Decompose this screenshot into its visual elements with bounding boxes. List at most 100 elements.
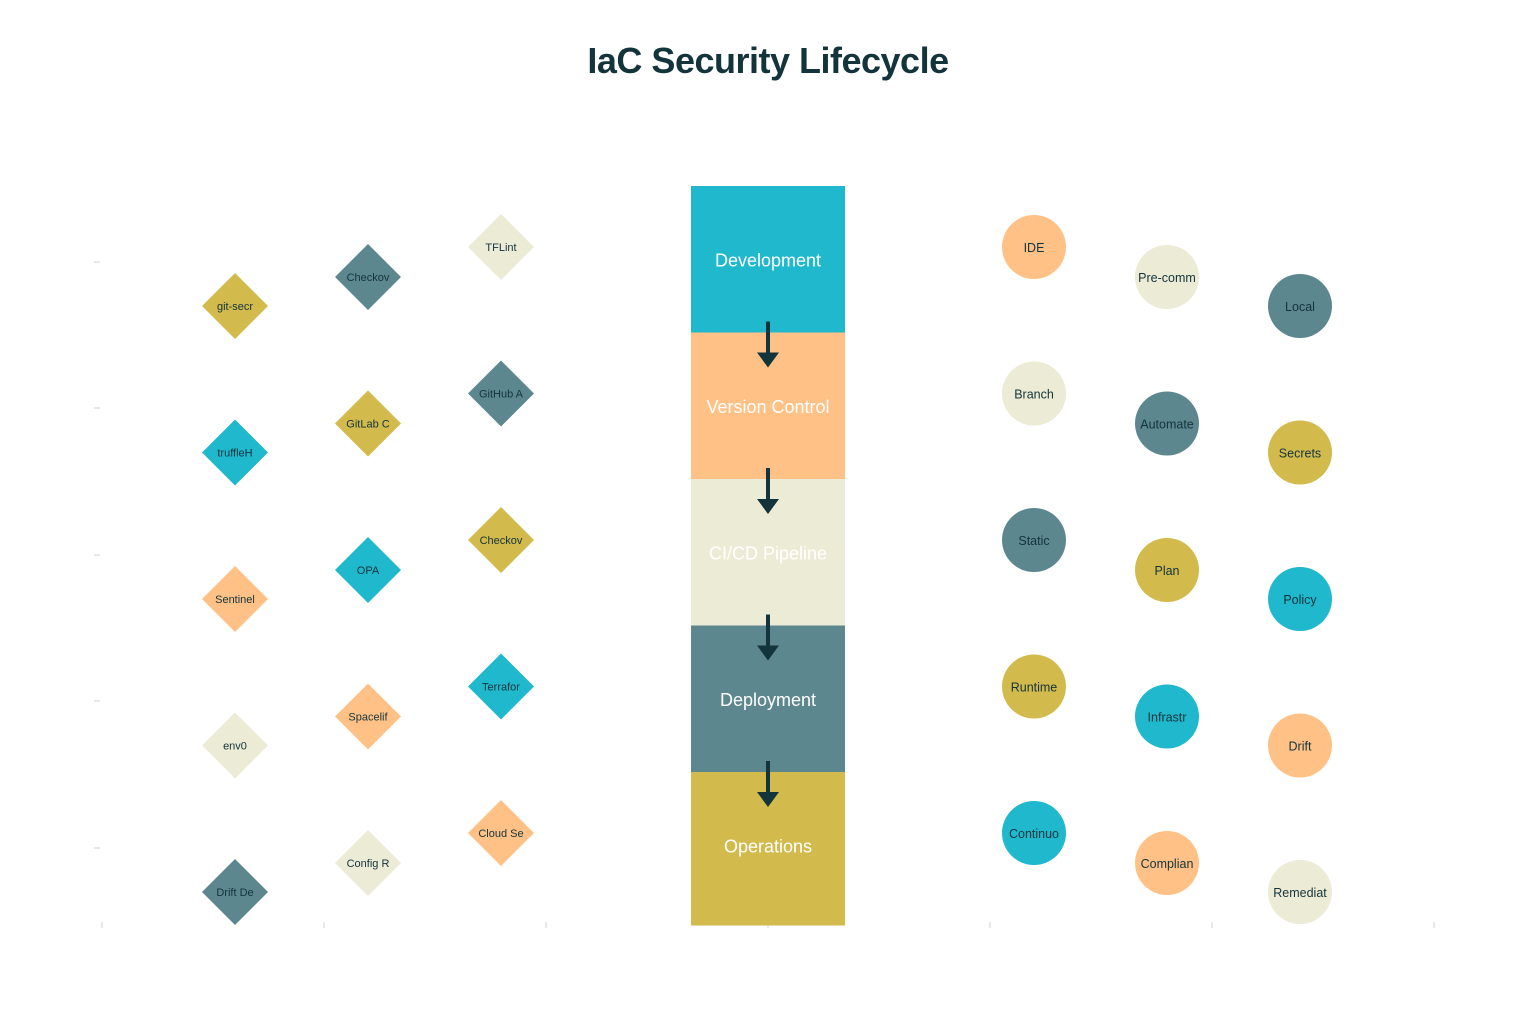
practice-label: Automate [1140, 418, 1194, 432]
tool-label: Terrafor [482, 682, 520, 694]
practice-circle [1135, 391, 1199, 456]
tool-node: truffleH [202, 419, 268, 486]
practice-node: Branch [1002, 361, 1066, 426]
practice-circle [1002, 654, 1066, 719]
tool-label: Config R [347, 858, 390, 870]
practice-label: IDE [1024, 241, 1045, 255]
practice-circle [1002, 215, 1066, 279]
tool-label: env0 [223, 741, 247, 753]
flow-arrow [757, 761, 779, 807]
tool-node: TFLint [468, 214, 534, 280]
tool-diamond [468, 800, 534, 866]
practice-node: Remediat [1268, 860, 1332, 924]
flow-arrow [757, 321, 779, 368]
practice-node: Pre-comm [1135, 245, 1199, 309]
practice-node: Runtime [1002, 654, 1066, 719]
stage-label: Deployment [720, 690, 816, 710]
tool-label: Drift De [216, 887, 253, 899]
tool-node: OPA [335, 537, 401, 603]
tool-diamond [202, 419, 268, 486]
tool-label: TFLint [485, 242, 516, 254]
tool-diamond [335, 683, 401, 750]
arrow-head [757, 499, 779, 514]
diagram-title: IaC Security Lifecycle [587, 40, 949, 81]
stage-label: CI/CD Pipeline [709, 543, 827, 563]
tool-node: Drift De [202, 859, 268, 925]
tool-diamond [202, 859, 268, 925]
practice-node: Infrastr [1135, 684, 1199, 749]
practice-node: IDE [1002, 215, 1066, 279]
tool-diamond [468, 507, 534, 573]
practice-node: Continuo [1002, 801, 1066, 865]
tool-node: env0 [202, 712, 268, 779]
tool-diamond [202, 273, 268, 339]
flow-arrow [757, 468, 779, 514]
tool-node: git-secr [202, 273, 268, 339]
practice-node: Complian [1135, 831, 1199, 895]
tool-diamond [335, 537, 401, 603]
tool-node: Config R [335, 830, 401, 896]
tool-label: GitLab C [346, 419, 389, 431]
tool-label: GitHub A [479, 389, 524, 401]
practice-label: Secrets [1279, 447, 1321, 461]
practice-label: Runtime [1011, 681, 1058, 695]
practice-label: Drift [1289, 740, 1312, 754]
practice-label: Branch [1014, 388, 1054, 402]
tool-label: Checkov [480, 535, 523, 547]
tool-diamond [335, 390, 401, 457]
tool-label: Checkov [347, 272, 390, 284]
practice-node: Automate [1135, 391, 1199, 456]
practice-circle [1135, 831, 1199, 895]
practice-circle [1268, 567, 1332, 631]
practice-node: Plan [1135, 538, 1199, 602]
practice-circle [1002, 361, 1066, 426]
practice-circle [1268, 860, 1332, 924]
stage-block: Development [691, 186, 845, 333]
practice-label: Remediat [1273, 886, 1327, 900]
stage-rect [691, 186, 845, 333]
tool-label: OPA [357, 565, 380, 577]
practice-circle [1135, 684, 1199, 749]
tool-node: Cloud Se [468, 800, 534, 866]
practice-circle [1135, 538, 1199, 602]
flow-arrow [757, 614, 779, 661]
tool-node: Checkov [335, 244, 401, 310]
tool-diamond [468, 214, 534, 280]
practice-node: Secrets [1268, 420, 1332, 485]
stage-block: CI/CD Pipeline [691, 479, 845, 626]
tool-node: Sentinel [202, 566, 268, 632]
practice-label: Pre-comm [1138, 271, 1196, 285]
practice-circle [1135, 245, 1199, 309]
stage-label: Development [715, 250, 821, 270]
tool-diamond [335, 830, 401, 896]
tool-diamond [468, 653, 534, 720]
tool-label: Spacelif [348, 712, 388, 724]
tool-node: Terrafor [468, 653, 534, 720]
practice-label: Plan [1154, 564, 1179, 578]
tool-diamond [468, 360, 534, 427]
arrow-head [757, 352, 779, 368]
practice-circle [1268, 274, 1332, 338]
practice-node: Drift [1268, 713, 1332, 778]
practice-circle [1002, 508, 1066, 572]
practice-label: Complian [1141, 857, 1194, 871]
practice-node: Local [1268, 274, 1332, 338]
stage-label: Operations [724, 836, 812, 856]
tool-diamond [202, 712, 268, 779]
tool-label: Cloud Se [478, 828, 523, 840]
tool-label: Sentinel [215, 594, 255, 606]
practice-label: Continuo [1009, 827, 1059, 841]
tool-diamond [202, 566, 268, 632]
tool-diamond [335, 244, 401, 310]
tool-label: truffleH [217, 448, 252, 460]
practice-label: Static [1018, 534, 1049, 548]
practice-label: Infrastr [1148, 711, 1187, 725]
practice-label: Policy [1283, 593, 1317, 607]
practice-circle [1268, 713, 1332, 778]
tool-node: Spacelif [335, 683, 401, 750]
tool-label: git-secr [217, 301, 253, 313]
tool-node: GitLab C [335, 390, 401, 457]
